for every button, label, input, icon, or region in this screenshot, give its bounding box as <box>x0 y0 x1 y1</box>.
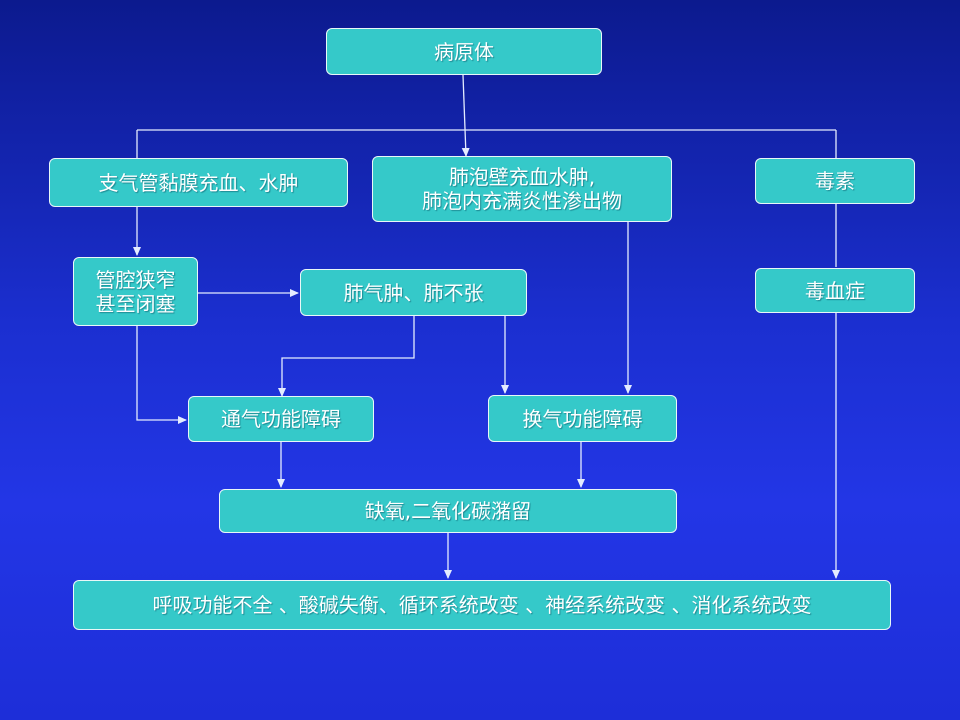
connector-pathogen-alveolar <box>461 74 470 157</box>
connector-lumen-ventilation <box>136 326 187 424</box>
node-gas-exchange-dysfunction: 换气功能障碍 <box>488 395 677 442</box>
node-toxin: 毒素 <box>755 158 915 204</box>
node-alveolar-exudate: 肺泡壁充血水肿, 肺泡内充满炎性渗出物 <box>372 156 672 222</box>
node-systemic-outcomes: 呼吸功能不全 、酸碱失衡、循环系统改变 、神经系统改变 、消化系统改变 <box>73 580 891 630</box>
connector-emphysema-ventilation <box>278 316 415 397</box>
node-toxemia: 毒血症 <box>755 268 915 313</box>
node-lumen-narrowing: 管腔狭窄 甚至闭塞 <box>73 257 198 326</box>
node-bronchial-congestion: 支气管黏膜充血、水肿 <box>49 158 348 207</box>
node-hypoxia-co2-retention: 缺氧,二氧化碳潴留 <box>219 489 677 533</box>
node-pathogen: 病原体 <box>326 28 602 75</box>
node-emphysema-atelectasis: 肺气肿、肺不张 <box>300 269 527 316</box>
node-ventilation-dysfunction: 通气功能障碍 <box>188 396 374 442</box>
